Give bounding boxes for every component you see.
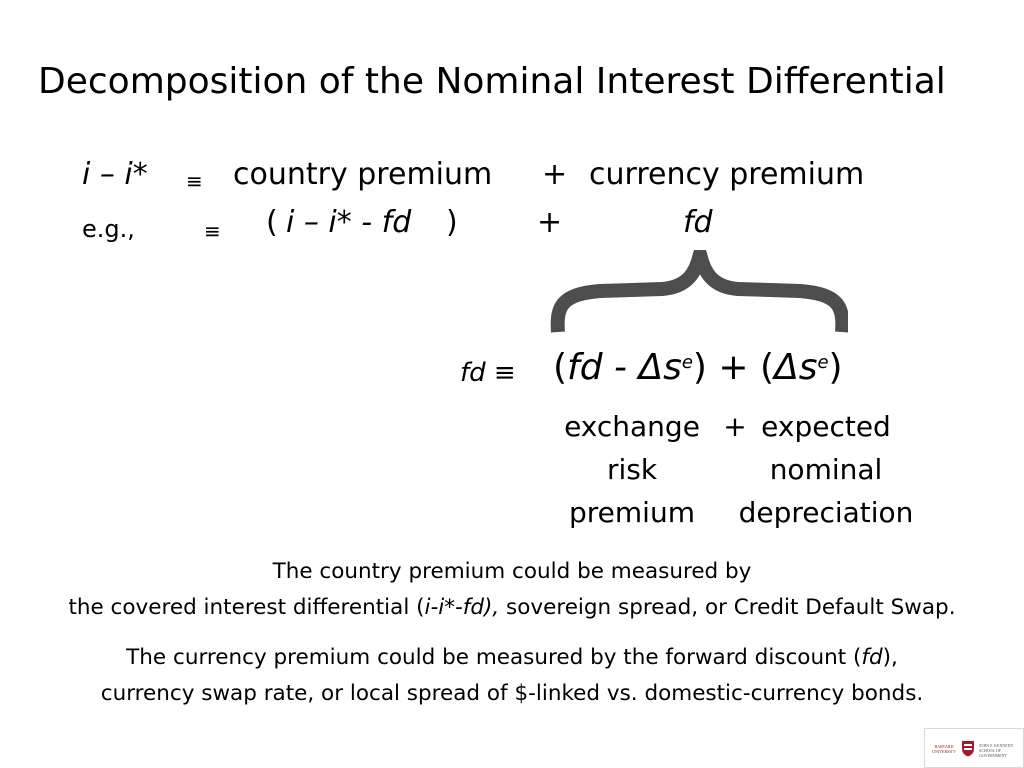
fd-equation: (fd - Δse) + (Δse) (553, 347, 843, 388)
shield-icon (962, 741, 974, 757)
expected-nominal-depreciation-label: expected nominal depreciation (738, 410, 914, 529)
country-premium-note: The country premium could be measured by… (68, 559, 956, 620)
identity-plus: + (542, 157, 568, 192)
example-plus: + (537, 205, 563, 240)
harvard-kennedy-school-logo: HARVARD UNIVERSITY JOHN F. KENNEDY SCHOO… (924, 728, 1024, 768)
slide-title: Decomposition of the Nominal Interest Di… (38, 61, 946, 102)
identity-currency-premium: currency premium (589, 157, 865, 192)
example-close-paren: ) (446, 205, 458, 240)
identity-country-premium: country premium (233, 157, 493, 192)
identity-equiv: ≡ (186, 169, 203, 193)
example-fd: fd (683, 205, 713, 240)
example-country-term: i – i* - fd (286, 205, 412, 240)
identity-lhs: i – i* (82, 157, 148, 192)
example-equiv: ≡ (204, 219, 221, 243)
currency-premium-note: The currency premium could be measured b… (100, 645, 924, 706)
decomposition-plus: + (723, 410, 747, 443)
example-label: e.g., (82, 215, 135, 243)
example-open-paren: ( (266, 205, 278, 240)
fd-lhs: fd ≡ (460, 358, 516, 388)
curly-brace-icon (550, 250, 848, 333)
exchange-risk-premium-label: exchange risk premium (564, 410, 700, 529)
